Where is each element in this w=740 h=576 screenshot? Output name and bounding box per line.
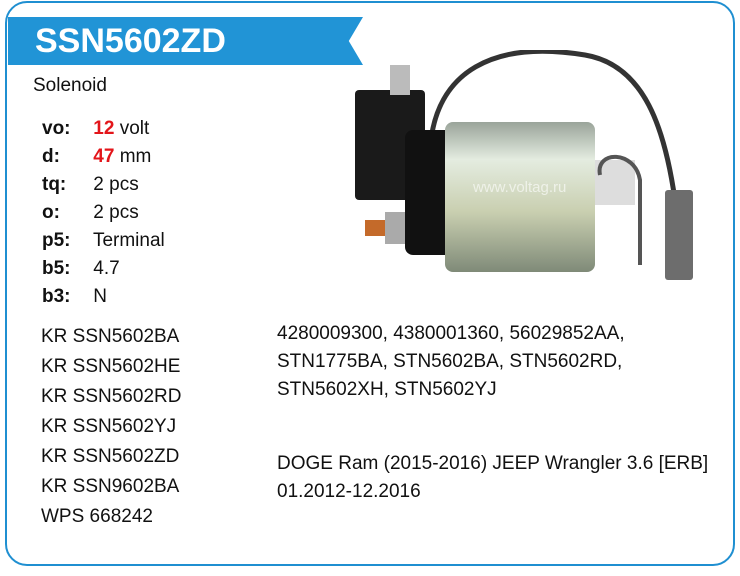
spec-unit: volt <box>119 118 150 139</box>
spec-value: 47 <box>93 146 115 167</box>
vehicle-applications: DOGE Ram (2015-2016) JEEP Wrangler 3.6 [… <box>277 453 709 502</box>
spec-b3: b3: N <box>42 284 165 312</box>
cross-ref-item: KR SSN5602YJ <box>41 416 177 437</box>
watermark-text: www.voltag.ru <box>472 179 566 196</box>
title-banner <box>8 17 363 65</box>
spec-value: 4.7 <box>93 258 120 279</box>
cross-ref-item: KR SSN5602RD <box>41 386 182 407</box>
spec-value: Terminal <box>92 230 165 251</box>
oe-numbers: 4280009300, 4380001360, 56029852AA, STN1… <box>277 323 625 400</box>
spec-value: 2 pcs <box>93 202 139 223</box>
spec-key: vo: <box>42 118 71 139</box>
spec-key: tq: <box>42 174 67 195</box>
spec-o: o: 2 pcs <box>42 200 165 228</box>
spec-value: N <box>93 286 108 307</box>
cross-ref-item: KR SSN9602BA <box>41 476 180 497</box>
product-photo: www.voltag.ru <box>355 50 693 280</box>
product-code: SSN5602ZD <box>35 22 226 60</box>
product-type: Solenoid <box>33 75 107 96</box>
spec-key: o: <box>42 202 60 223</box>
cross-ref-item: KR SSN5602HE <box>41 356 181 377</box>
spec-key: b5: <box>42 258 71 279</box>
spec-value: 12 <box>93 118 115 139</box>
spec-p5: p5: Terminal <box>42 228 165 256</box>
cross-ref-item: KR SSN5602BA <box>41 326 180 347</box>
spec-voltage: vo: 12 volt <box>42 116 165 144</box>
spec-key: b3: <box>42 286 71 307</box>
spec-value: 2 pcs <box>93 174 139 195</box>
spec-b5: b5: 4.7 <box>42 256 165 284</box>
spec-unit: mm <box>119 146 152 167</box>
cross-reference-list: KR SSN5602BA KR SSN5602HE KR SSN5602RD K… <box>41 322 181 532</box>
spec-key: d: <box>42 146 60 167</box>
cross-ref-item: KR SSN5602ZD <box>41 446 180 467</box>
spec-list: vo: 12 volt d: 47 mm tq: 2 pcs o: 2 pcs … <box>42 116 165 312</box>
spec-diameter: d: 47 mm <box>42 144 165 172</box>
spec-key: p5: <box>42 230 71 251</box>
spec-tq: tq: 2 pcs <box>42 172 165 200</box>
cross-ref-item: WPS 668242 <box>41 506 153 527</box>
